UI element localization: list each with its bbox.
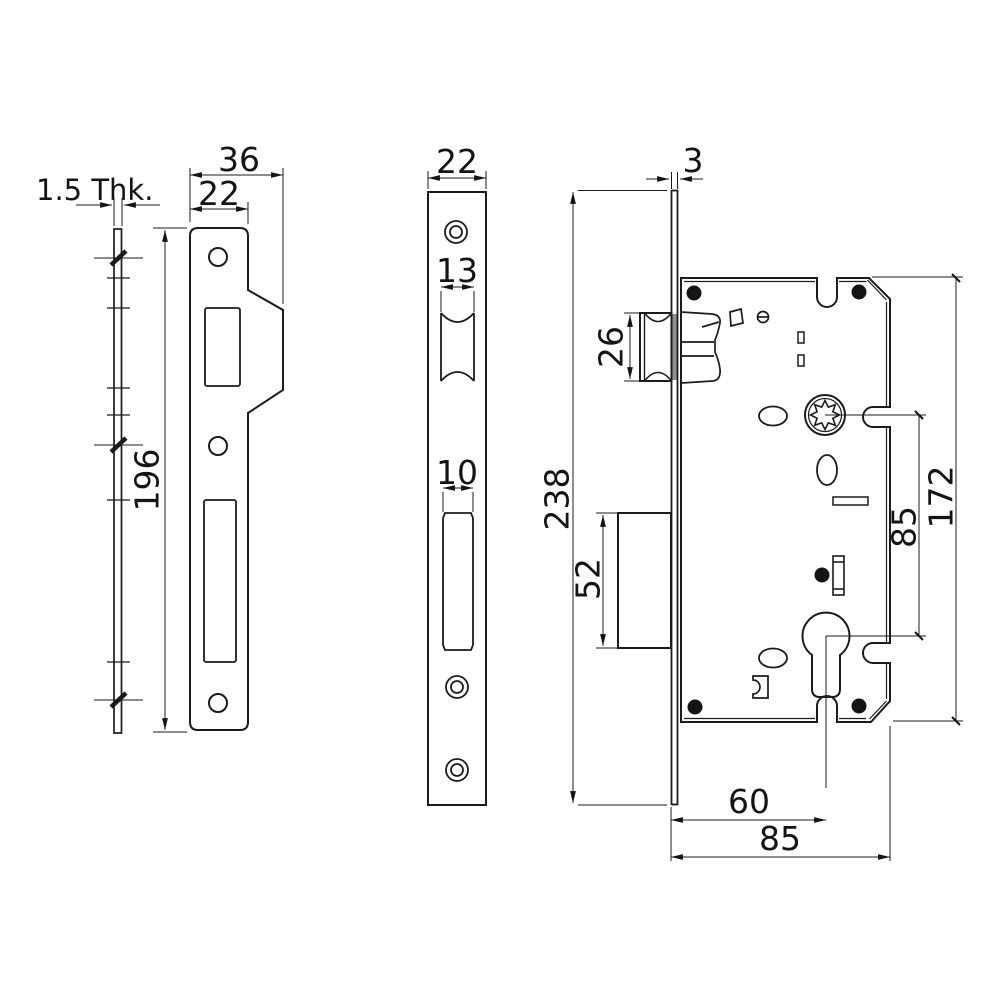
faceplate-front-view: 22 13 10 (427, 142, 487, 806)
rivets (686, 284, 867, 715)
dim-label-22-faceplate: 22 (436, 142, 478, 181)
dimension-196 (153, 227, 187, 733)
lock-case-outline (680, 277, 891, 723)
dim-label-10: 10 (436, 453, 478, 492)
lever-flag-part (729, 307, 744, 328)
strike-plate-outline (189, 227, 284, 731)
faceplate-screw-hole-bottom (445, 758, 469, 782)
spindle-hub-star (808, 398, 842, 432)
dim-label-172: 172 (922, 466, 961, 529)
dim-label-3: 3 (683, 141, 704, 180)
deadbolt (617, 512, 672, 649)
latch-tail (680, 311, 721, 384)
dimension-238 (570, 190, 667, 806)
oval-slot-below-hub (816, 454, 838, 486)
strike-latch-cutout (204, 307, 241, 387)
slider-part (832, 555, 845, 596)
rivet-top-right (851, 284, 867, 300)
screw-head-part (756, 310, 770, 324)
lock-case-inner-edge (684, 279, 888, 720)
dim-label-22-strike: 22 (198, 174, 240, 213)
strike-bolt-cutout (203, 499, 237, 663)
deadbolt-front (442, 512, 474, 651)
dim-label-26: 26 (592, 326, 631, 368)
dim-label-85h: 85 (759, 819, 801, 858)
bracket-part (752, 675, 769, 699)
oval-slot-cylinder-left (758, 647, 788, 669)
dimension-22-strike (189, 202, 249, 224)
latch-bolt (639, 312, 673, 382)
dimension-85h (670, 726, 891, 861)
pivot-rivet (814, 567, 830, 583)
centerline-ticks-bold (109, 249, 128, 709)
axis-lines (825, 414, 926, 788)
oval-slot-hub-left (758, 405, 788, 427)
rivet-top-left (686, 285, 702, 301)
strike-plate-front-view: 36 22 196 (128, 140, 284, 733)
dim-label-85v: 85 (885, 506, 924, 548)
strike-screw-hole-bottom (208, 693, 228, 713)
dimension-10 (442, 485, 474, 512)
dim-label-52: 52 (569, 558, 608, 600)
dimension-172 (872, 273, 963, 726)
dimension-22-faceplate (427, 171, 487, 189)
strike-plate-side-view: 1.5 Thk. (36, 173, 160, 734)
dimension-26 (624, 312, 639, 382)
lock-body-side-view: 3 238 26 52 85 172 (538, 141, 963, 861)
dim-label-13: 13 (436, 251, 478, 290)
latch-bolt-front (440, 312, 475, 382)
faceplate-screw-hole-top (444, 220, 468, 244)
dimension-thickness (76, 198, 160, 226)
dimension-3 (646, 172, 703, 189)
small-slot-lower (797, 354, 805, 367)
faceplate-outline (427, 191, 487, 806)
faceplate-screw-hole-mid (445, 675, 469, 699)
rivet-bottom-left (687, 699, 703, 715)
faceplate-latch-hole-shading (671, 314, 678, 380)
small-slot-upper (797, 331, 805, 344)
rivet-bottom-right (851, 698, 867, 714)
dimension-52 (596, 512, 617, 649)
dim-label-196: 196 (128, 449, 167, 512)
dimension-36 (189, 168, 284, 304)
edge-ticks (107, 277, 130, 663)
dimension-60 (670, 807, 827, 861)
strike-screw-hole-mid (208, 436, 228, 456)
strike-side-plate (113, 228, 123, 734)
stop-plate-part (832, 496, 869, 506)
dim-label-238: 238 (538, 468, 577, 531)
cylinder-hole (801, 611, 851, 698)
dim-label-60: 60 (728, 782, 770, 821)
dim-label-thickness: 1.5 Thk. (36, 173, 153, 207)
dim-label-36: 36 (218, 140, 260, 179)
dimension-13 (440, 284, 475, 312)
strike-screw-hole-top (208, 247, 228, 267)
faceplate-edge (670, 189, 679, 806)
